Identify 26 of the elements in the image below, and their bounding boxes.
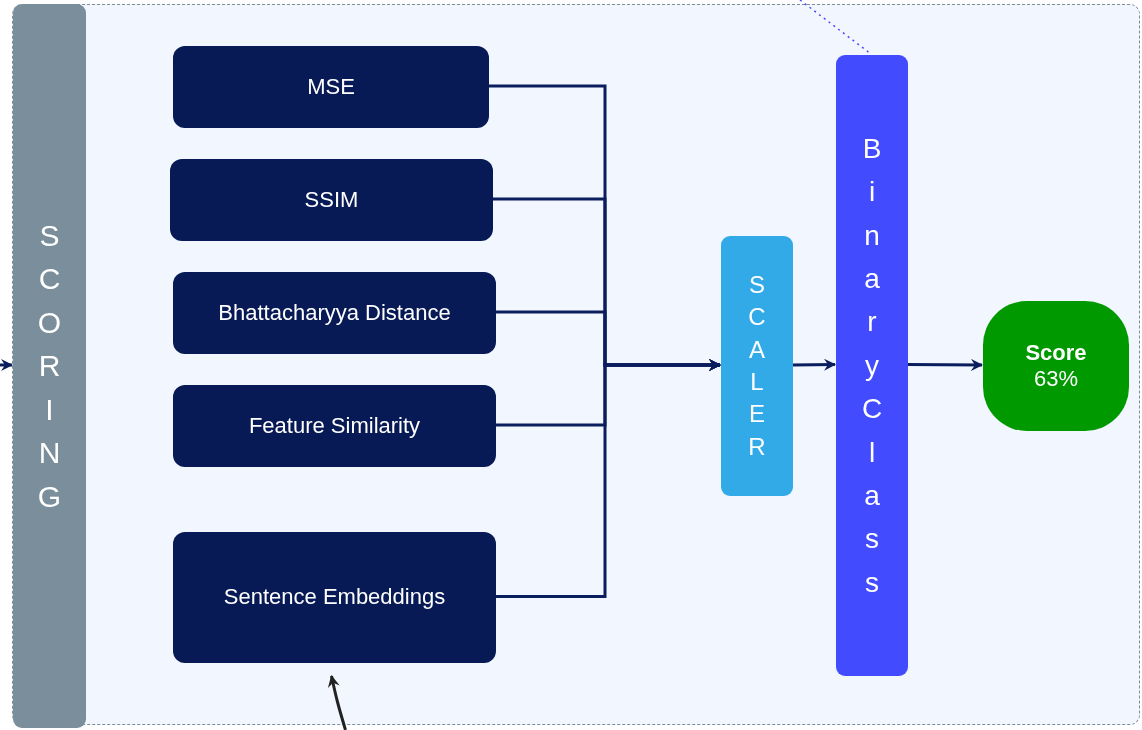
arrow: [0, 359, 13, 371]
metric-box: [170, 159, 493, 241]
node-label: SCORING: [37, 217, 62, 515]
node-label: SSIM: [304, 186, 359, 214]
score-badge: [983, 301, 1129, 431]
arrow: [327, 675, 347, 730]
arrow: [792, 358, 836, 371]
node-label: SCALER: [748, 269, 766, 462]
metric-box: [173, 46, 489, 128]
scaler-bar: [721, 236, 793, 496]
node-label: Binary Class: [861, 131, 883, 600]
node-label: MSE: [307, 73, 355, 101]
node-label: Sentence Embeddings: [223, 584, 446, 611]
metric-box: [173, 532, 496, 663]
classifier-bar: [836, 55, 908, 676]
metric-box: [173, 385, 496, 467]
node-label: Bhattacharyya Distance: [218, 299, 451, 327]
score-value: 63%: [1033, 366, 1078, 393]
node-label: Feature Similarity: [248, 412, 421, 440]
metric-box: [173, 272, 496, 354]
dashed-container: [12, 4, 1140, 725]
arrow: [495, 359, 721, 598]
arrow: [907, 358, 983, 371]
score-label: Score: [1025, 339, 1087, 366]
stage-bar: [13, 4, 86, 728]
dotted-line: [799, 0, 872, 55]
